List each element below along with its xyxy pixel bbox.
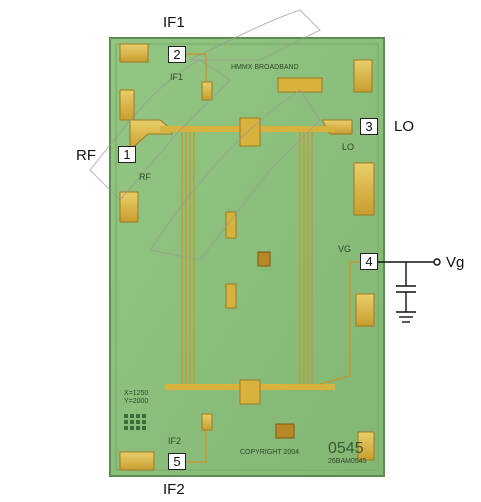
mid-block-3 (225, 283, 237, 309)
pin-4-box: 4 (360, 253, 378, 270)
pad-top-right (353, 59, 373, 93)
chip-brand-text: HMMX BROADBAND (231, 64, 299, 71)
top-resistor (277, 77, 323, 93)
bottom-cell (239, 379, 261, 405)
if2-label: IF2 (163, 481, 185, 498)
pad-bottom-right (357, 431, 375, 461)
chip-vg-text: VG (338, 244, 352, 254)
chip-rf-text: RF (139, 172, 151, 182)
chip-part-number: 0545 (328, 440, 364, 457)
pin-2-box: 2 (168, 46, 186, 63)
if1-trace (180, 53, 207, 82)
chip-coord-x: X=1250 (124, 390, 149, 397)
pad-rf-lower (119, 191, 139, 223)
chip-part-code: 26BAM0545 (328, 458, 367, 465)
mid-block-1 (225, 211, 237, 239)
rf-label: RF (76, 147, 96, 164)
pad-rf-upper (119, 89, 135, 121)
if2-trace (180, 430, 207, 463)
bottom-resistor (275, 423, 295, 439)
chip-if2-text: IF2 (168, 436, 182, 446)
vg-schematic (378, 258, 441, 323)
chip-copyright-text: COPYRIGHT 2004 (240, 449, 300, 456)
mid-block-2 (257, 251, 271, 267)
vg-label: Vg (446, 254, 465, 271)
pad-lo-right (353, 162, 375, 216)
lo-label: LO (394, 118, 415, 135)
vg-trace (319, 261, 366, 385)
pad-vg-right (355, 293, 375, 327)
chip-if1-text: IF1 (170, 72, 184, 82)
chip-lo-text: LO (342, 142, 355, 152)
pin-3-box: 3 (360, 118, 378, 135)
if1-pad (201, 81, 213, 101)
pin-5-box: 5 (168, 453, 186, 470)
chip-coord-y: Y=2000 (124, 398, 149, 405)
if1-label: IF1 (163, 14, 185, 31)
pad-bottom-left (119, 451, 155, 471)
pad-top-left (119, 43, 149, 63)
die-inner-outline (115, 43, 379, 471)
test-pattern (124, 414, 146, 430)
if2-pad (201, 413, 213, 431)
pin-1-box: 1 (118, 146, 136, 163)
